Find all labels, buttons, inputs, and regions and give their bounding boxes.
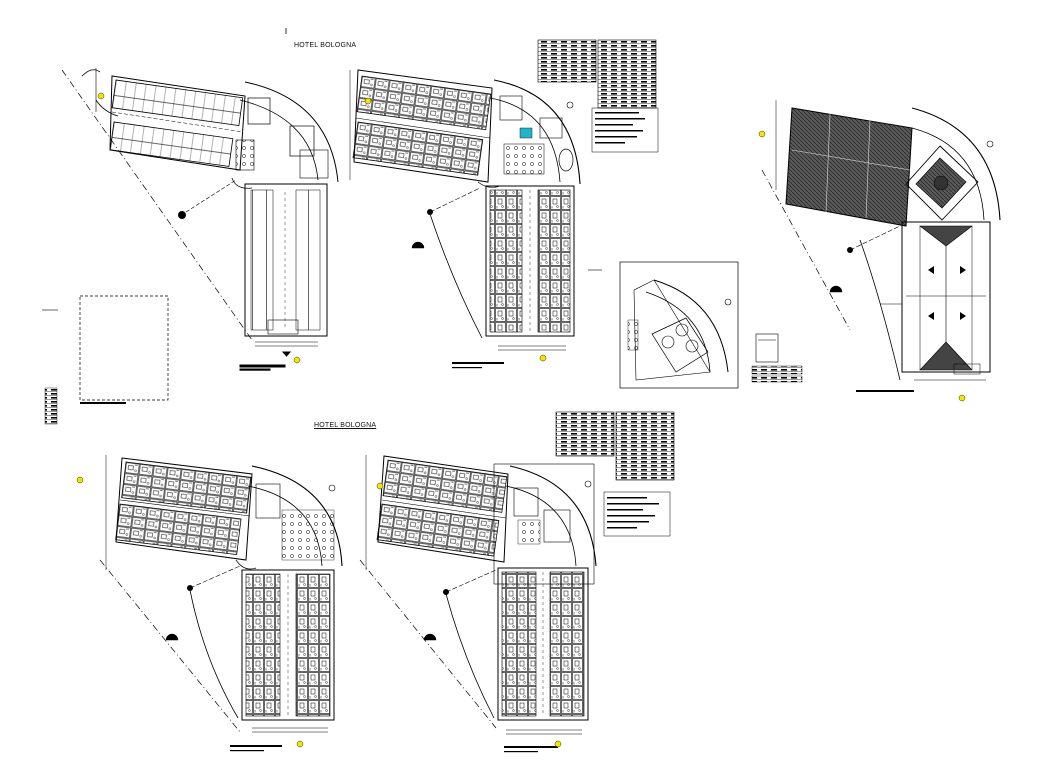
detail-core: [619, 261, 803, 389]
plan-floor-1: [349, 69, 581, 369]
schedule-table-bottom: [555, 411, 675, 537]
schedule-table-top: [537, 39, 659, 271]
plan-floor-3: [359, 455, 597, 753]
plan-parking: [61, 68, 339, 371]
plan-roof: [758, 100, 1001, 402]
sheet-title-bottom: HOTEL BOLOGNA: [314, 422, 377, 429]
plan-floor-2: [76, 455, 343, 752]
sheet-title-top: HOTEL BOLOGNA: [294, 42, 357, 49]
legend-block-left: [42, 295, 169, 425]
